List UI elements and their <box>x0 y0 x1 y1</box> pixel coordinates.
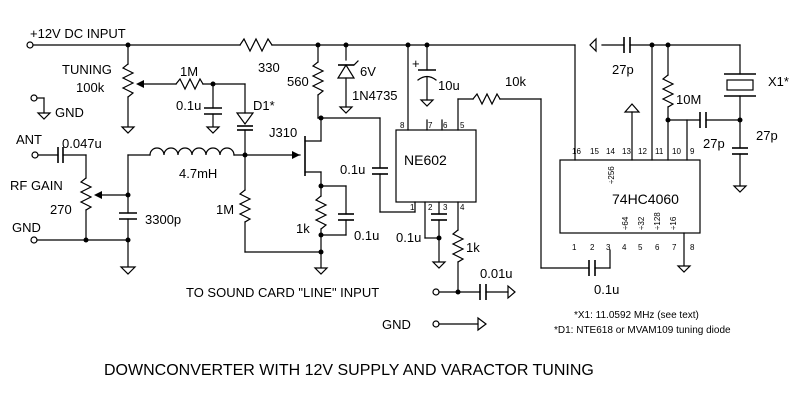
hc-div256-label: ÷256 <box>607 166 616 184</box>
ne602-pin-1: 1 <box>410 203 415 212</box>
output-label: TO SOUND CARD "LINE" INPUT <box>186 285 379 300</box>
ground-symbols <box>36 37 748 275</box>
tuning-section <box>30 42 255 156</box>
ne602-pin-2: 2 <box>428 203 433 212</box>
hc-pin-15: 15 <box>590 147 599 156</box>
c01u-pin1-label: 0.1u <box>396 230 421 245</box>
zener-voltage-label: 6V <box>360 64 376 79</box>
r1m-tune-label: 1M <box>180 64 198 79</box>
rf-gain-label: RF GAIN <box>10 178 63 193</box>
c3300p-label: 3300p <box>145 212 181 227</box>
tuning-value-label: 100k <box>76 80 105 95</box>
l47-label: 4.7mH <box>179 166 217 181</box>
ne602-pin-6: 6 <box>443 121 448 130</box>
hc-pin-1: 1 <box>572 243 577 252</box>
bias-section <box>311 44 437 131</box>
gnd-input-label: GND <box>12 220 41 235</box>
ne602-pin-5: 5 <box>460 121 465 130</box>
hc-pin-13: 13 <box>622 147 631 156</box>
ne602-pin-7: 7 <box>428 121 433 130</box>
hc-pin-16: 16 <box>572 147 581 156</box>
ant-label: ANT <box>16 132 42 147</box>
hc-pin-4: 4 <box>622 243 627 252</box>
gnd-output-label: GND <box>382 317 411 332</box>
hc-pin-6: 6 <box>655 243 660 252</box>
input-section <box>30 147 324 267</box>
diagram-title: DOWNCONVERTER WITH 12V SUPPLY AND VARACT… <box>104 362 594 379</box>
hc-pin-11: 11 <box>655 147 664 156</box>
j310-label: J310 <box>269 125 297 140</box>
r270-label: 270 <box>50 202 72 217</box>
tuning-label: TUNING <box>62 62 112 77</box>
hc-pin-5: 5 <box>638 243 643 252</box>
c10u-label: 10u <box>438 78 460 93</box>
x1-label: X1* <box>768 74 789 89</box>
hc-div64-label: ÷64 <box>621 216 630 230</box>
ne602-pin-4: 4 <box>460 203 465 212</box>
d1-label: D1* <box>253 98 275 113</box>
ne602-chip <box>395 92 611 332</box>
c0047-label: 0.047u <box>62 136 102 151</box>
c01u-source-label: 0.1u <box>354 228 379 243</box>
r10k-label: 10k <box>505 74 526 89</box>
hc-div128-label: ÷128 <box>653 212 662 230</box>
r330-label: 330 <box>258 60 280 75</box>
hc-pin-3: 3 <box>606 243 611 252</box>
ne602-pin-3: 3 <box>443 203 448 212</box>
ne602-label: NE602 <box>404 152 447 168</box>
j310-jfet <box>292 115 416 268</box>
c27p-right-label: 27p <box>756 128 778 143</box>
c10u-plus-label: + <box>412 56 420 71</box>
r1k-source-label: 1k <box>296 221 310 236</box>
hc4060-label: 74HC4060 <box>612 191 679 207</box>
hc-div32-label: ÷32 <box>637 216 646 230</box>
supply-rail <box>26 37 576 161</box>
hc-pin-8: 8 <box>690 243 695 252</box>
hc-pin-10: 10 <box>672 147 681 156</box>
c27p-top-label: 27p <box>612 62 634 77</box>
c01u-osc-label: 0.1u <box>340 162 365 177</box>
zener-part-label: 1N4735 <box>352 88 398 103</box>
supply-label: +12V DC INPUT <box>30 26 126 41</box>
r560-label: 560 <box>287 74 309 89</box>
hc-div16-label: ÷16 <box>669 216 678 230</box>
c001u-label: 0.01u <box>480 266 513 281</box>
hc4060-chip <box>559 37 756 266</box>
ne602-pin-8: 8 <box>400 121 405 130</box>
note-d1: *D1: NTE618 or MVAM109 tuning diode <box>554 325 731 336</box>
r1m-gate-label: 1M <box>216 202 234 217</box>
note-x1: *X1: 11.0592 MHz (see text) <box>574 310 699 321</box>
hc-pin-2: 2 <box>590 243 595 252</box>
hc-pin-12: 12 <box>638 147 647 156</box>
hc-pin-7: 7 <box>672 243 677 252</box>
hc-pin-9: 9 <box>690 147 695 156</box>
hc-pin-14: 14 <box>606 147 615 156</box>
gnd-tuning-label: GND <box>55 105 84 120</box>
r1k-out-label: 1k <box>466 240 480 255</box>
r10m-label: 10M <box>676 92 701 107</box>
c01u-tune-label: 0.1u <box>176 98 201 113</box>
c27p-mid-label: 27p <box>703 136 725 151</box>
c01u-div-label: 0.1u <box>594 282 619 297</box>
